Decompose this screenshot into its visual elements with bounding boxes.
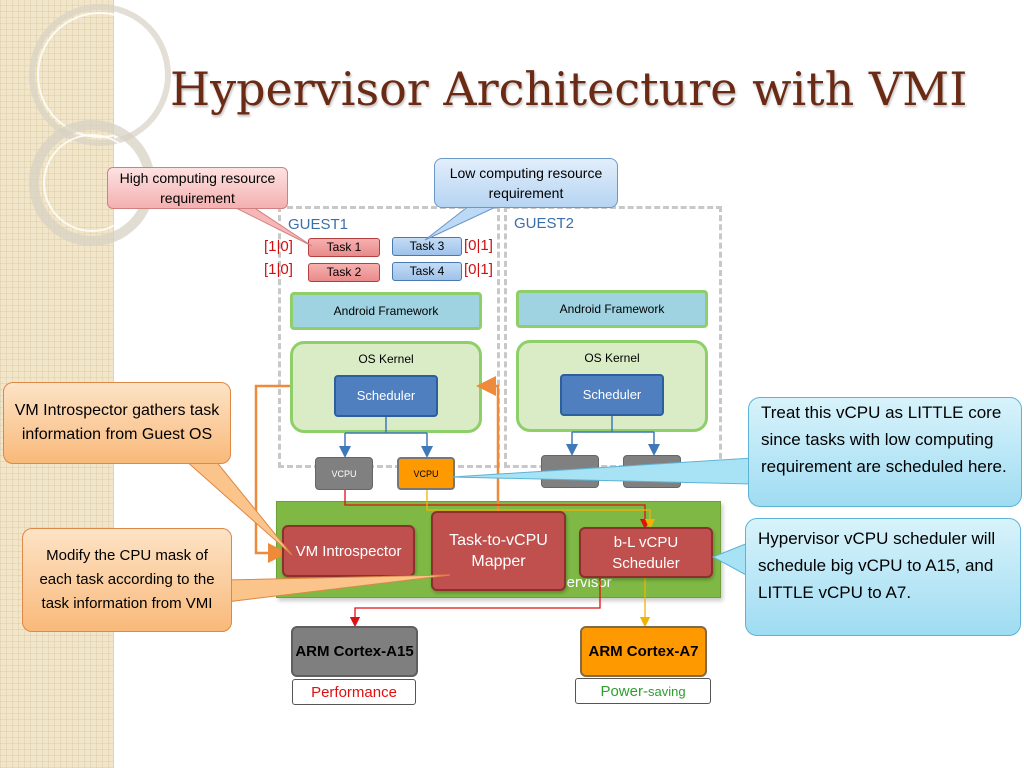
guest2-label: GUEST2 xyxy=(514,215,575,232)
callout-hypervisor-scheduler: Hypervisor vCPU scheduler will schedule … xyxy=(745,518,1021,636)
power-saving-tag: Power-saving xyxy=(575,678,711,704)
bl-vcpu-scheduler: b-L vCPU Scheduler xyxy=(579,527,713,578)
task1: Task 1 xyxy=(308,238,380,257)
task2: Task 2 xyxy=(308,263,380,282)
task3: Task 3 xyxy=(392,237,462,256)
task1-mask: [1|0] xyxy=(264,238,293,255)
task-to-vcpu-mapper: Task-to-vCPU Mapper xyxy=(431,511,566,591)
vm-introspector: VM Introspector xyxy=(282,525,415,577)
guest1-kernel-label: OS Kernel xyxy=(358,352,414,366)
guest1-area xyxy=(278,206,500,468)
guest2-android-framework: Android Framework xyxy=(516,290,708,328)
arm-cortex-a7: ARM Cortex-A7 xyxy=(580,626,707,677)
guest1-label: GUEST1 xyxy=(288,216,349,233)
guest1-android-framework: Android Framework xyxy=(290,292,482,330)
callout-treat-little: Treat this vCPU as LITTLE core since tas… xyxy=(748,397,1022,507)
guest2-scheduler: Scheduler xyxy=(560,374,664,416)
task4: Task 4 xyxy=(392,262,462,281)
guest1-scheduler: Scheduler xyxy=(334,375,438,417)
task3-mask: [0|1] xyxy=(464,237,493,254)
power-saving-main: Power- xyxy=(600,683,648,700)
callout-low-requirement: Low computing resource requirement xyxy=(434,158,618,208)
guest1-vcpu-little: VCPU xyxy=(397,457,455,490)
task2-mask: [1|0] xyxy=(264,261,293,278)
power-saving-sub: saving xyxy=(647,684,686,699)
slide-title: Hypervisor Architecture with VMI xyxy=(170,62,968,116)
guest2-kernel-label: OS Kernel xyxy=(584,351,640,365)
guest1-vcpu-big: VCPU xyxy=(315,457,373,490)
arm-cortex-a15: ARM Cortex-A15 xyxy=(291,626,418,677)
callout-modify-mask: Modify the CPU mask of each task accordi… xyxy=(22,528,232,632)
performance-tag: Performance xyxy=(292,679,416,705)
callout-vmi-gathers: VM Introspector gathers task information… xyxy=(3,382,231,464)
callout-high-requirement: High computing resource requirement xyxy=(107,167,288,209)
task4-mask: [0|1] xyxy=(464,261,493,278)
